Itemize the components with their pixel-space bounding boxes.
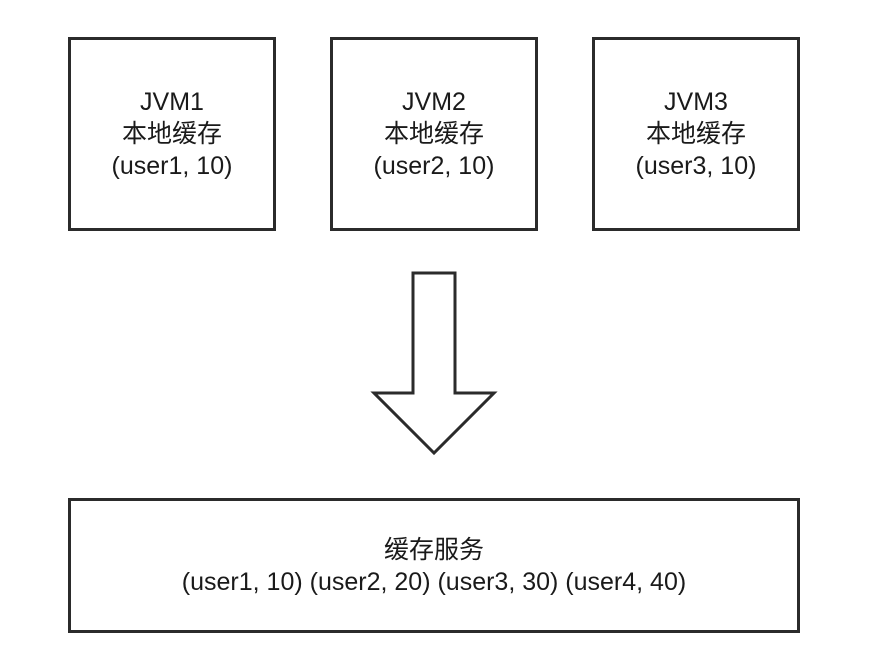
down-arrow-shape — [370, 271, 498, 456]
jvm3-entry: (user3, 10) — [635, 152, 757, 180]
jvm2-entry: (user2, 10) — [373, 152, 495, 180]
jvm1-name: JVM1 — [140, 88, 204, 116]
jvm2-local-cache-box: JVM2 本地缓存 (user2, 10) — [330, 37, 538, 231]
cache-service-title: 缓存服务 — [383, 535, 484, 564]
jvm3-name: JVM3 — [664, 88, 728, 116]
jvm2-name: JVM2 — [402, 88, 466, 116]
jvm3-local-cache-box: JVM3 本地缓存 (user3, 10) — [592, 37, 800, 231]
jvm1-local-cache-box: JVM1 本地缓存 (user1, 10) — [68, 37, 276, 231]
jvm1-label: 本地缓存 — [121, 120, 222, 148]
cache-service-box: 缓存服务 (user1, 10) (user2, 20) (user3, 30)… — [68, 498, 800, 633]
jvm3-label: 本地缓存 — [645, 120, 746, 148]
cache-service-entries: (user1, 10) (user2, 20) (user3, 30) (use… — [181, 567, 687, 596]
jvm2-label: 本地缓存 — [383, 120, 484, 148]
jvm1-entry: (user1, 10) — [111, 152, 233, 180]
